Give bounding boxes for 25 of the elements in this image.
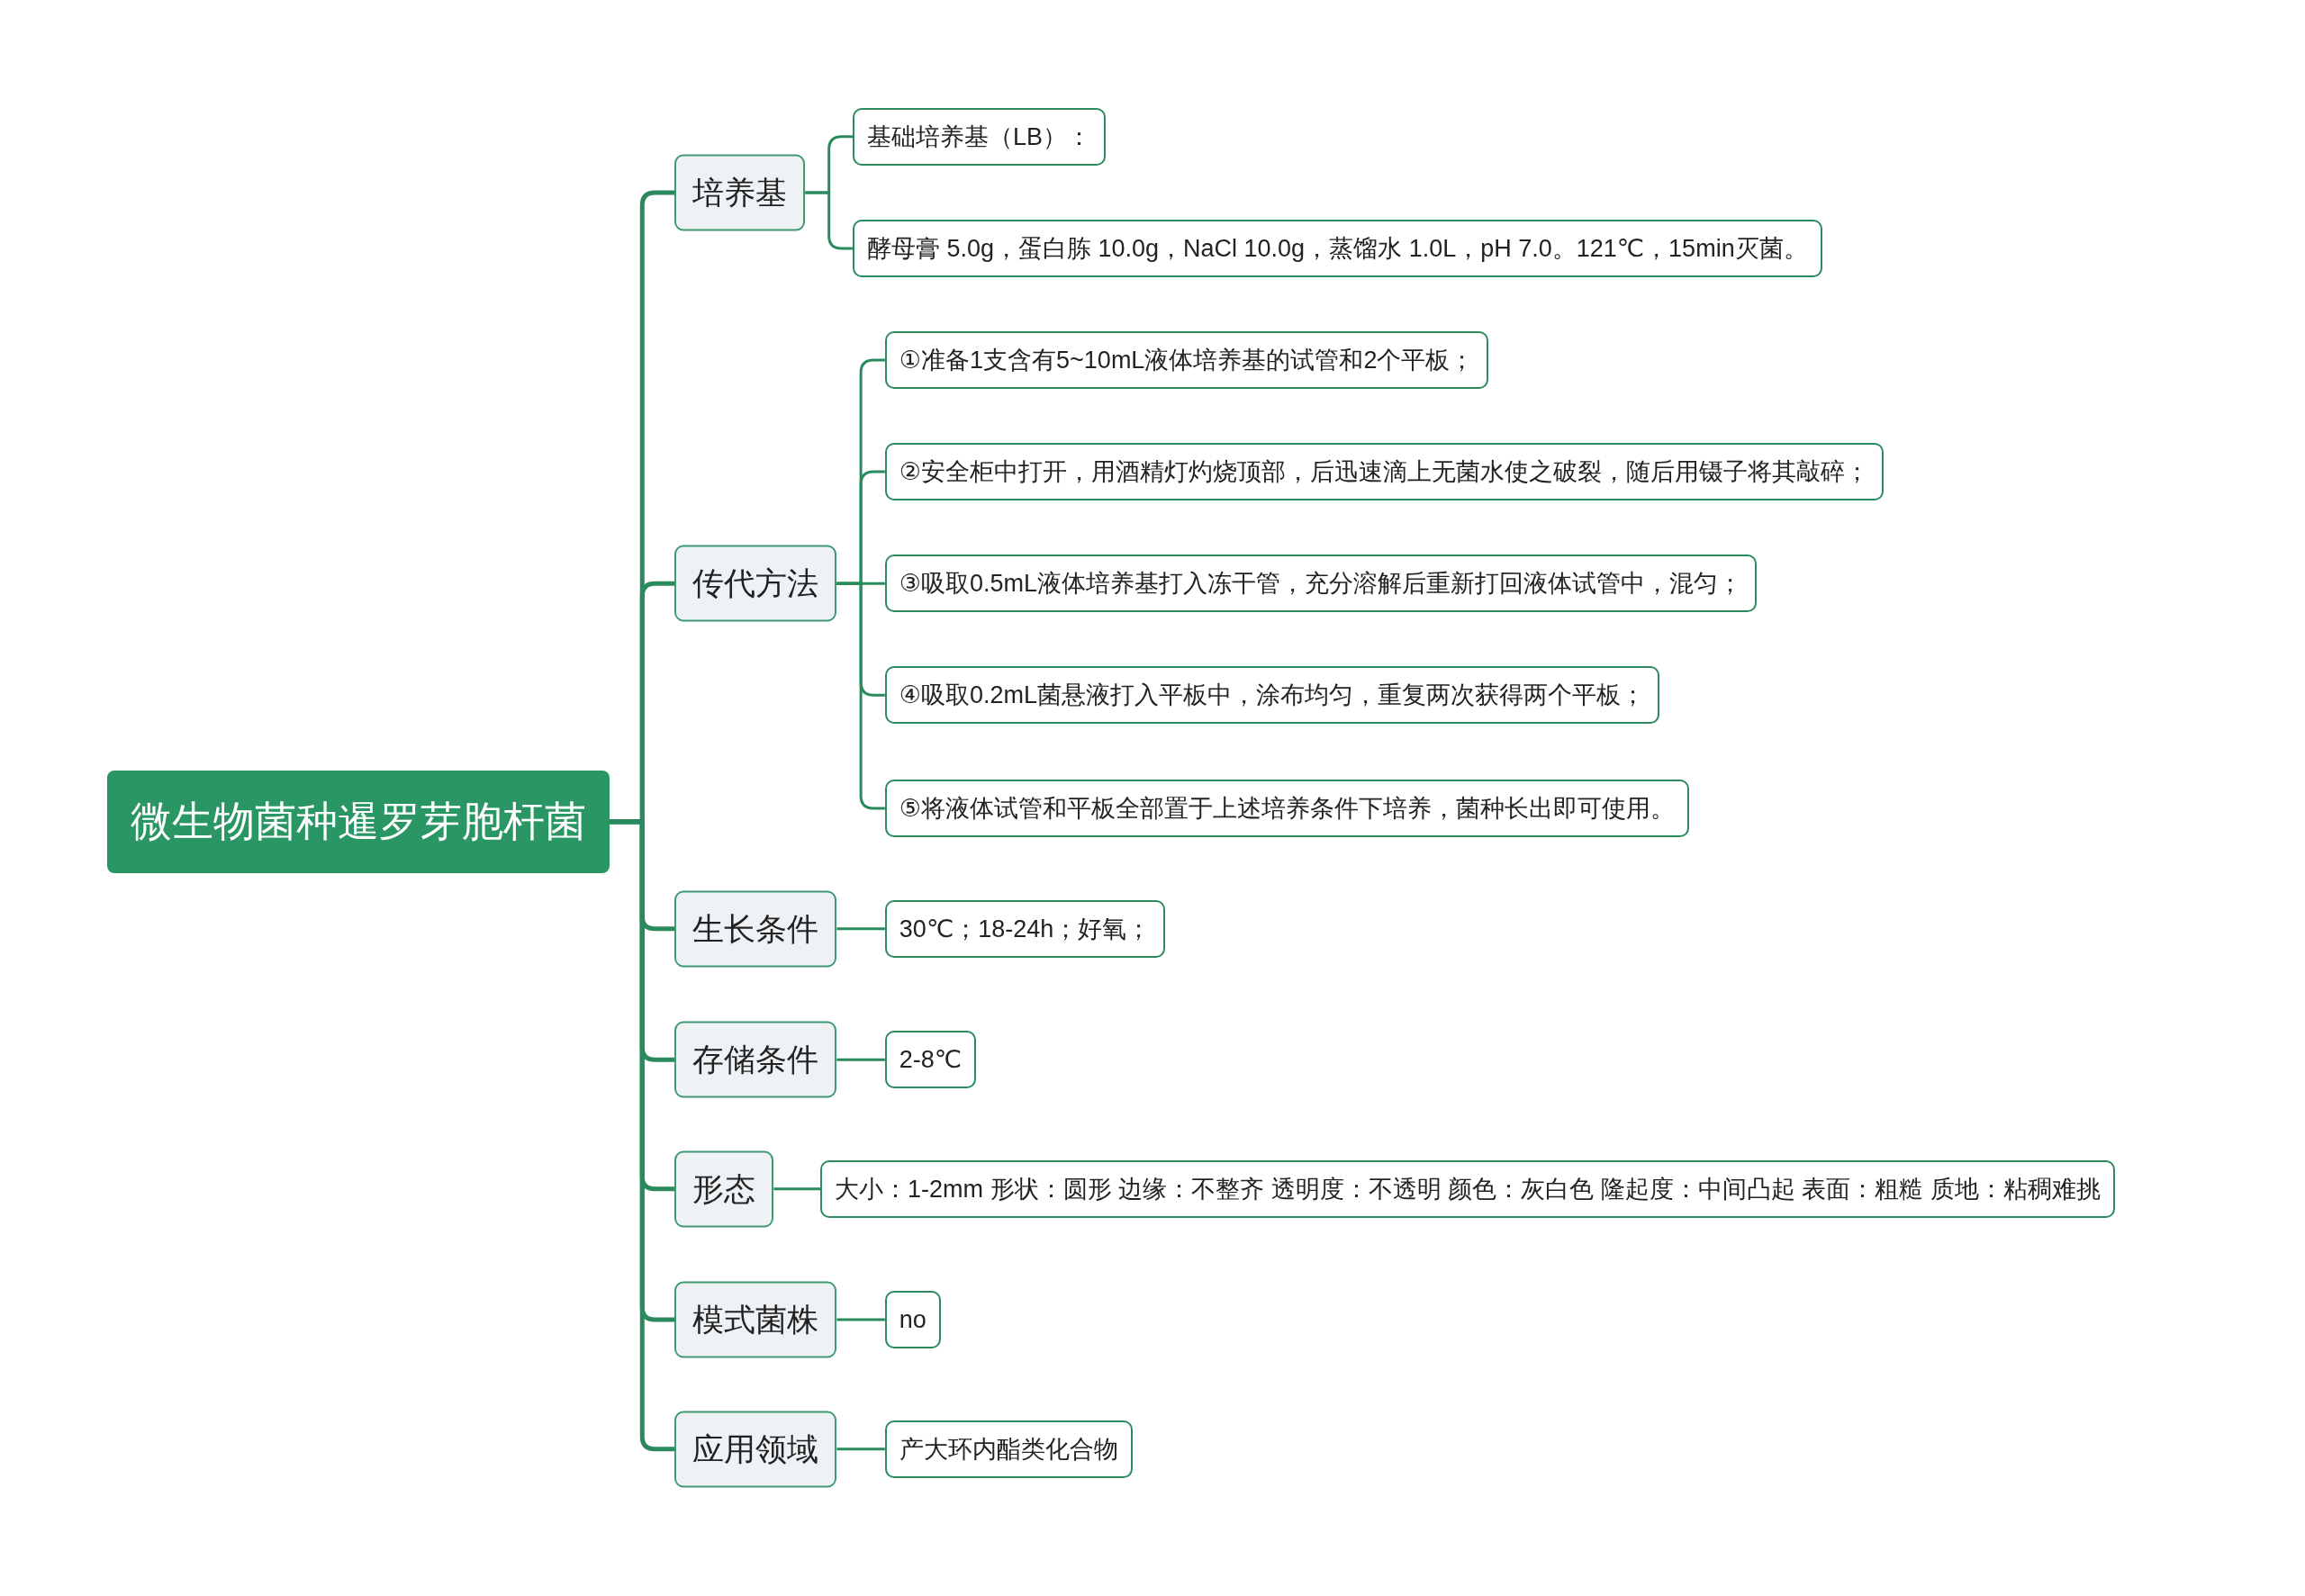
connector-line	[836, 1058, 885, 1061]
detail-box: 大小：1-2mm 形状：圆形 边缘：不整齐 透明度：不透明 颜色：灰白色 隆起度：中间凸起 表面：粗糙 质地：粘稠难挑	[820, 1159, 2115, 1218]
detail-box: 30℃；18-24h；好氧；	[884, 899, 1166, 958]
connector-line	[836, 1447, 885, 1451]
topic-box: 培养基	[674, 154, 806, 231]
topic-box: 应用领域	[674, 1411, 837, 1488]
detail-box: ③吸取0.5mL液体培养基打入冻干管，充分溶解后重新打回液体试管中，混匀；	[884, 555, 1758, 613]
connector-line	[836, 1318, 885, 1321]
detail-box: 酵母膏 5.0g，蛋白胨 10.0g，NaCl 10.0g，蒸馏水 1.0L，pH 7.0。121℃，15min灭菌。	[852, 219, 1822, 277]
detail-box: 基础培养基（LB）：	[852, 107, 1106, 166]
connector-line	[773, 1187, 820, 1191]
topic-box: 传代方法	[674, 545, 837, 622]
connector-line	[836, 927, 885, 931]
root-topic: 微生物菌种暹罗芽胞杆菌	[107, 770, 610, 873]
topic-box: 存储条件	[674, 1021, 837, 1098]
topic-box: 模式菌株	[674, 1281, 837, 1358]
detail-box: ①准备1支含有5~10mL液体培养基的试管和2个平板；	[884, 331, 1489, 389]
topic-box: 生长条件	[674, 890, 837, 968]
detail-box: ②安全柜中打开，用酒精灯灼烧顶部，后迅速滴上无菌水使之破裂，随后用镊子将其敲碎；	[884, 443, 1885, 501]
detail-box: ④吸取0.2mL菌悬液打入平板中，涂布均匀，重复两次获得两个平板；	[884, 666, 1660, 725]
detail-box: 产大环内酯类化合物	[884, 1420, 1133, 1478]
detail-box: ⑤将液体试管和平板全部置于上述培养条件下培养，菌种长出即可使用。	[884, 779, 1690, 837]
topic-box: 形态	[674, 1150, 774, 1228]
detail-box: 2-8℃	[884, 1031, 977, 1089]
detail-box: no	[884, 1291, 941, 1349]
